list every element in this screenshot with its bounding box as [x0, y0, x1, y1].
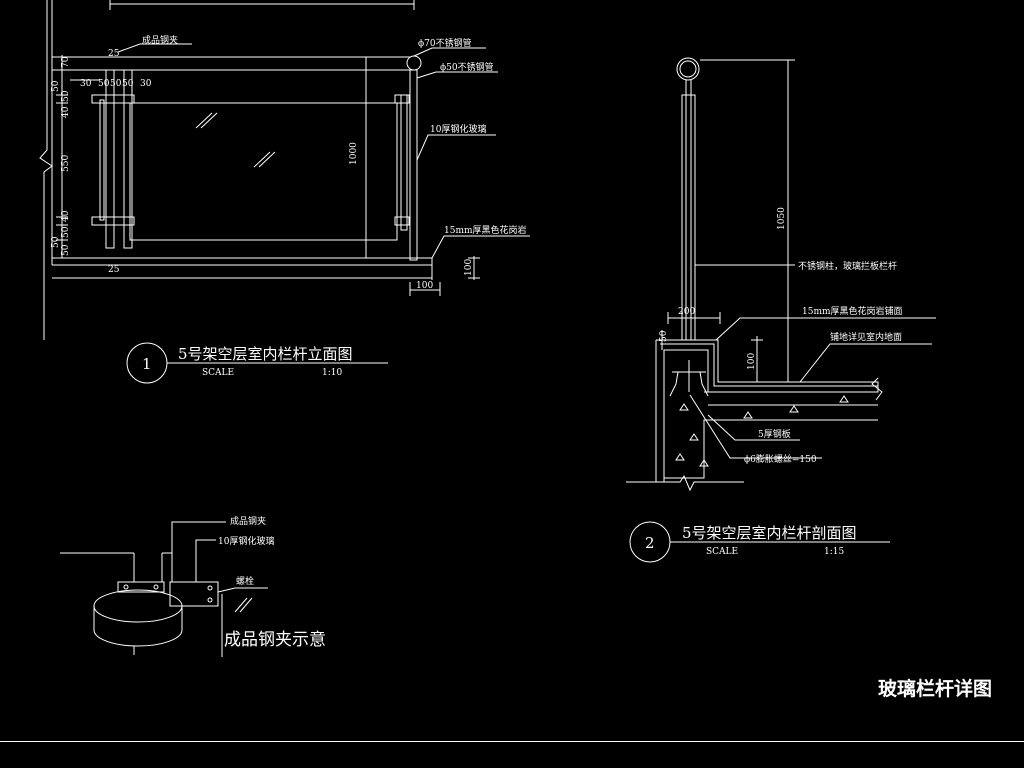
d1-granite-label: 15mm厚黑色花岗岩	[444, 224, 527, 236]
d1-dim-row-50a: 50	[98, 79, 110, 89]
d1-dim-top-25: 25	[108, 49, 120, 59]
d1-dim-row-50b: 50	[122, 79, 134, 89]
d1-dim-top-70: 70	[61, 56, 71, 68]
d1-clamp-label: 成品钢夹	[142, 34, 178, 46]
d1-dim-left-40b: 40	[61, 210, 71, 222]
d2-floor-label: 铺地详见室内地面	[830, 331, 902, 343]
d1-number: 1	[142, 355, 152, 373]
sheet-title: 玻璃栏杆详图	[878, 678, 993, 700]
d1-dim-left-50b: 50	[61, 226, 71, 238]
d3-glass-label: 10厚钢化玻璃	[218, 535, 274, 547]
d1-rail-top-label: ϕ70不锈钢管	[418, 37, 472, 49]
d2-dim-1050: 1050	[777, 207, 787, 230]
d1-dim-left-40a: 40	[61, 106, 71, 118]
d3-bolt-label: 螺栓	[236, 575, 254, 587]
d2-dim-100: 100	[747, 353, 757, 370]
d2-plate-label: 5厚钢板	[758, 428, 791, 440]
bottom-rule	[0, 741, 1024, 742]
d1-dim-row-30b: 30	[140, 79, 152, 89]
d1-dim-row-60: 50	[110, 79, 122, 89]
d1-dim-foot-100: 100	[416, 281, 433, 291]
d2-dim-200: 200	[678, 307, 695, 317]
d1-dim-height-1000: 1000	[349, 142, 359, 165]
d1-scale: 1:10	[322, 368, 342, 378]
d1-dim-left-50c: 50	[51, 236, 61, 248]
d1-dim-left-550: 550	[61, 155, 71, 172]
detail3-clamp	[60, 521, 268, 657]
d2-scale-label: SCALE	[706, 547, 738, 557]
d1-dim-bottom-25: 25	[108, 265, 120, 275]
d1-scale-label: SCALE	[202, 368, 234, 378]
d2-scale: 1:15	[824, 547, 844, 557]
d2-number: 2	[645, 534, 655, 552]
d3-title: 成品钢夹示意	[224, 630, 326, 650]
d1-dim-row-30a: 30	[80, 79, 92, 89]
d1-dim-left-50a: 50	[61, 90, 71, 102]
d1-title: 5号架空层室内栏杆立面图	[178, 345, 353, 363]
detail1-elevation	[39, 0, 530, 384]
d1-dim-base-100: 100	[464, 259, 474, 276]
d3-clamp-label: 成品钢夹	[230, 515, 266, 527]
d2-post-label: 不锈钢柱，玻璃拦板栏杆	[798, 260, 897, 272]
d2-title: 5号架空层室内栏杆剖面图	[682, 524, 857, 542]
d2-granite-label: 15mm厚黑色花岗岩铺面	[802, 305, 903, 317]
d2-bolt-label: ϕ6膨胀螺丝=150	[744, 453, 817, 465]
d1-rail-post-label: ϕ50不锈钢管	[440, 61, 494, 73]
d1-glass-label: 10厚钢化玻璃	[430, 123, 486, 135]
d2-dim-50: 50	[659, 330, 669, 342]
d1-dim-left-50d: 50	[61, 244, 71, 256]
detail2-section	[626, 57, 936, 563]
d1-dim-top-50: 50	[51, 80, 61, 92]
